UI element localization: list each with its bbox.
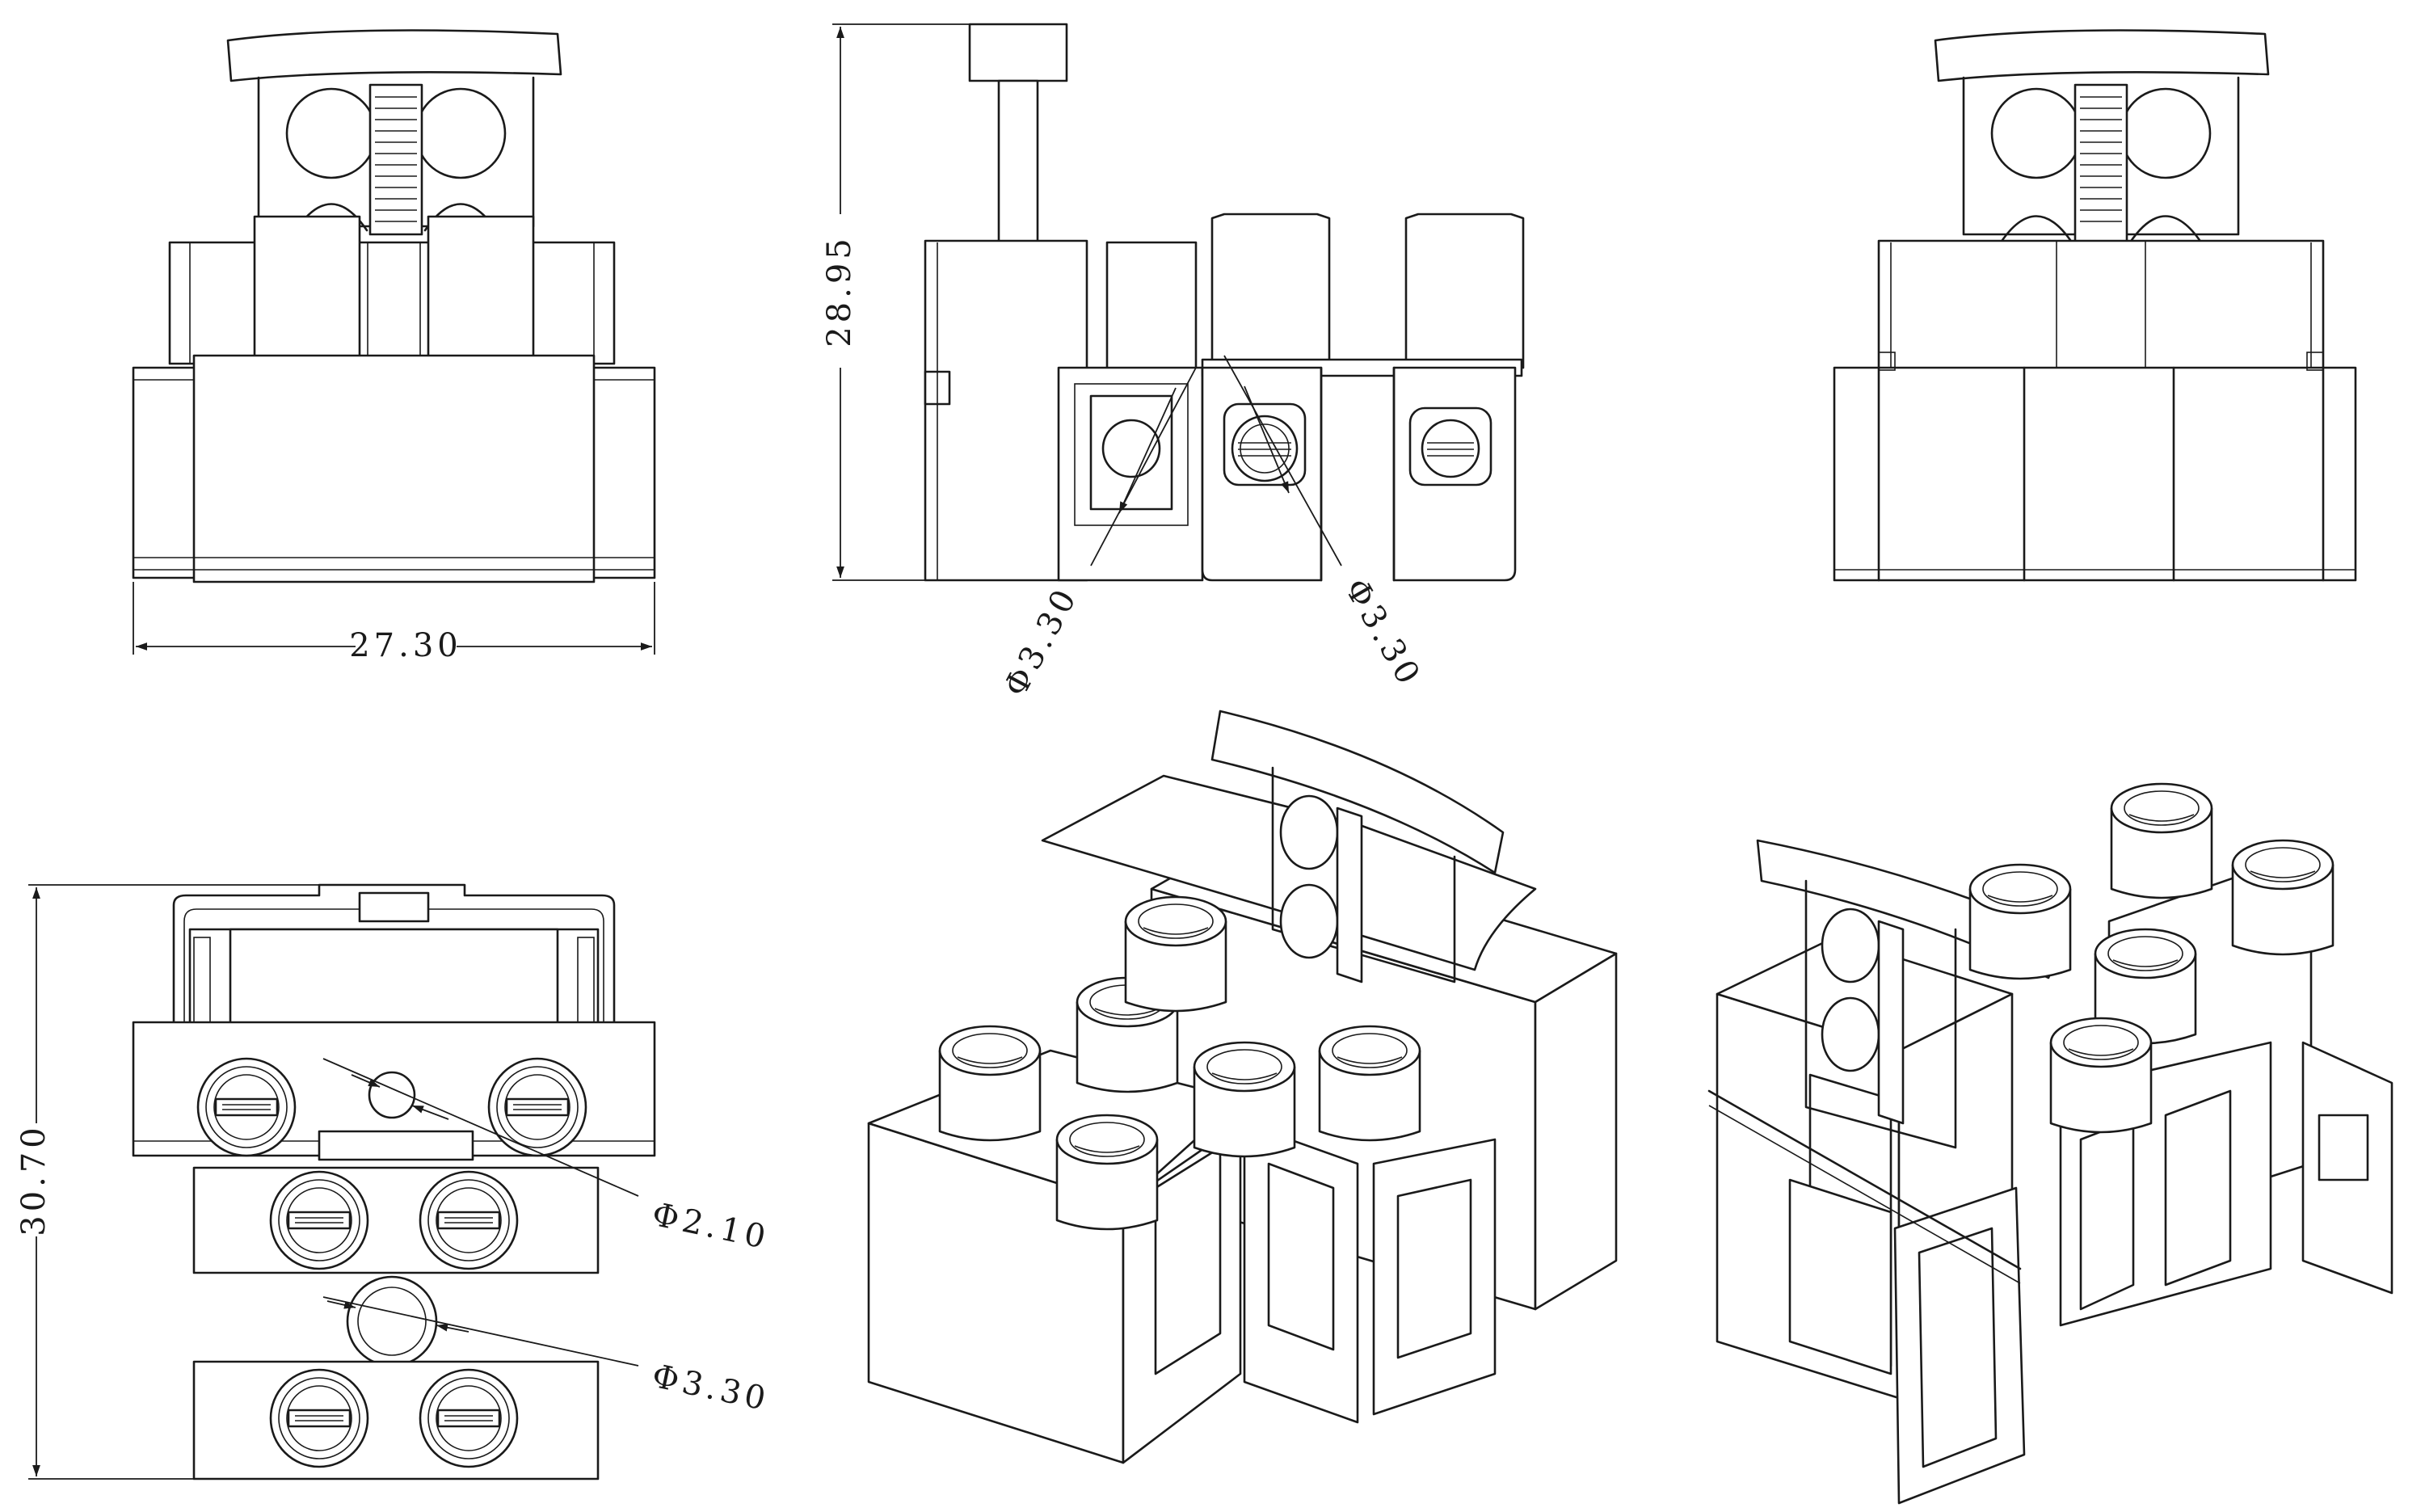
dim-front-width: 27.30: [349, 627, 462, 664]
rear-view: [1833, 29, 2357, 582]
dim-side-hole-left: Φ3.30: [997, 580, 1086, 702]
dim-top-hole-large: Φ3.30: [649, 1358, 773, 1419]
isometric-view-front: [867, 710, 1618, 1464]
fuse-cap-rear: [1934, 29, 2270, 82]
side-view: [832, 23, 1525, 582]
dim-top-hole-small: Φ2.10: [649, 1196, 773, 1257]
dim-top-length: 30.70: [15, 1123, 53, 1236]
isometric-view-rear: [1707, 782, 2393, 1505]
dim-side-height: 28.95: [821, 234, 858, 347]
fuse-cap: [226, 29, 562, 82]
iso-fuse-cap: [1210, 710, 1505, 874]
fuse-thread: [368, 83, 423, 236]
dim-side-hole-right: Φ3.30: [1337, 572, 1429, 693]
fuse-knob: [968, 23, 1068, 82]
top-view: [28, 883, 656, 1480]
front-view: [132, 29, 656, 655]
